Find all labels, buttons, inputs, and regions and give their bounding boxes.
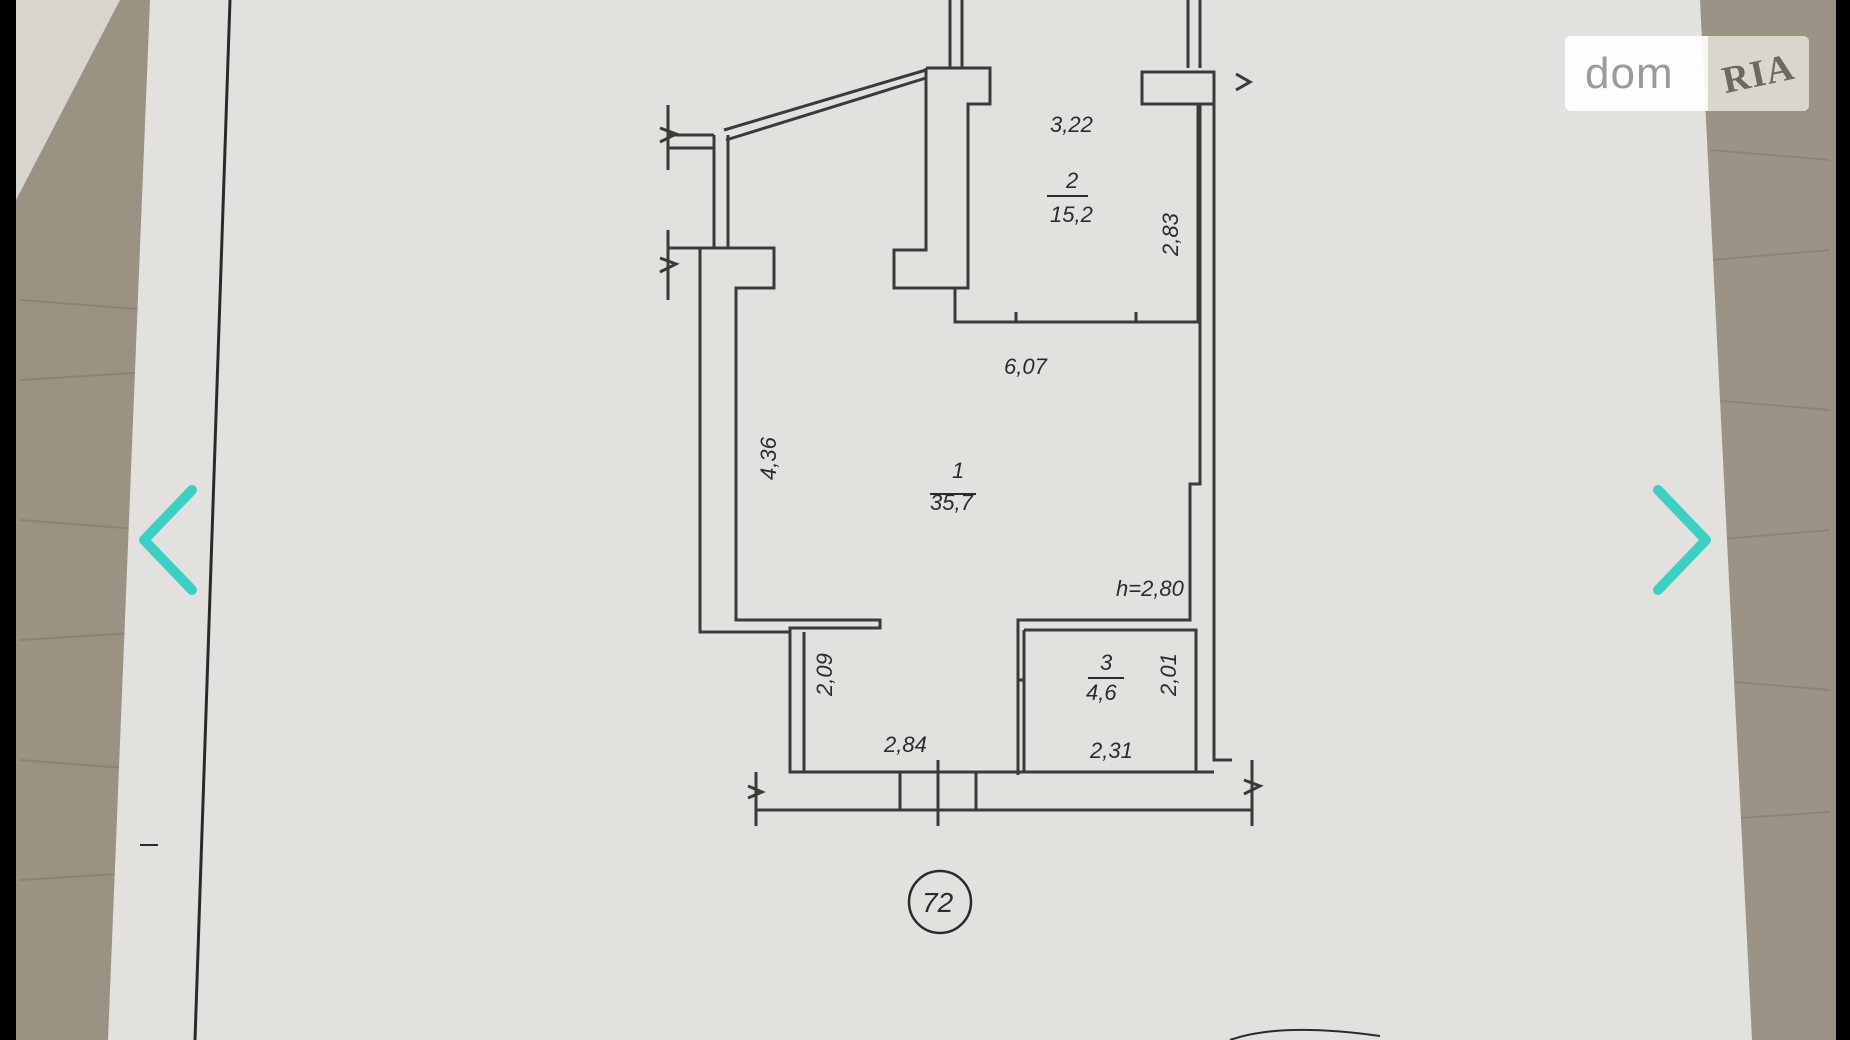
ceiling-height: h=2,80 (1116, 576, 1185, 601)
room-3-number: 3 (1100, 650, 1113, 675)
room-2-area: 15,2 (1050, 202, 1093, 227)
room-2-depth-dimension: 2,83 (1158, 212, 1183, 257)
room-1-number: 1 (952, 458, 964, 483)
room-3-depth-dimension: 2,01 (1156, 653, 1181, 697)
room-3-width-dimension: 2,31 (1089, 738, 1133, 763)
logo-ria-text: RIA (1718, 45, 1799, 102)
logo-dom-text: dom (1585, 48, 1674, 98)
room-2-number: 2 (1065, 168, 1078, 193)
apartment-number: 72 (922, 887, 954, 918)
chevron-right-icon (1653, 485, 1711, 595)
room-1-area: 35,7 (930, 490, 974, 515)
room-3-area: 4,6 (1086, 680, 1117, 705)
room-2-width-dimension: 3,22 (1050, 112, 1093, 137)
corridor-depth-dimension: 2,09 (812, 653, 837, 697)
room-1-depth-dimension: 4,36 (756, 436, 781, 480)
room-1-width-dimension: 6,07 (1004, 354, 1048, 379)
chevron-left-icon (139, 485, 197, 595)
dom-ria-logo[interactable]: dom RIA (1565, 36, 1809, 111)
corridor-width-dimension: 2,84 (883, 732, 927, 757)
logo-ria-badge: RIA (1707, 36, 1809, 111)
next-photo-button[interactable] (1640, 480, 1720, 600)
previous-photo-button[interactable] (130, 480, 210, 600)
